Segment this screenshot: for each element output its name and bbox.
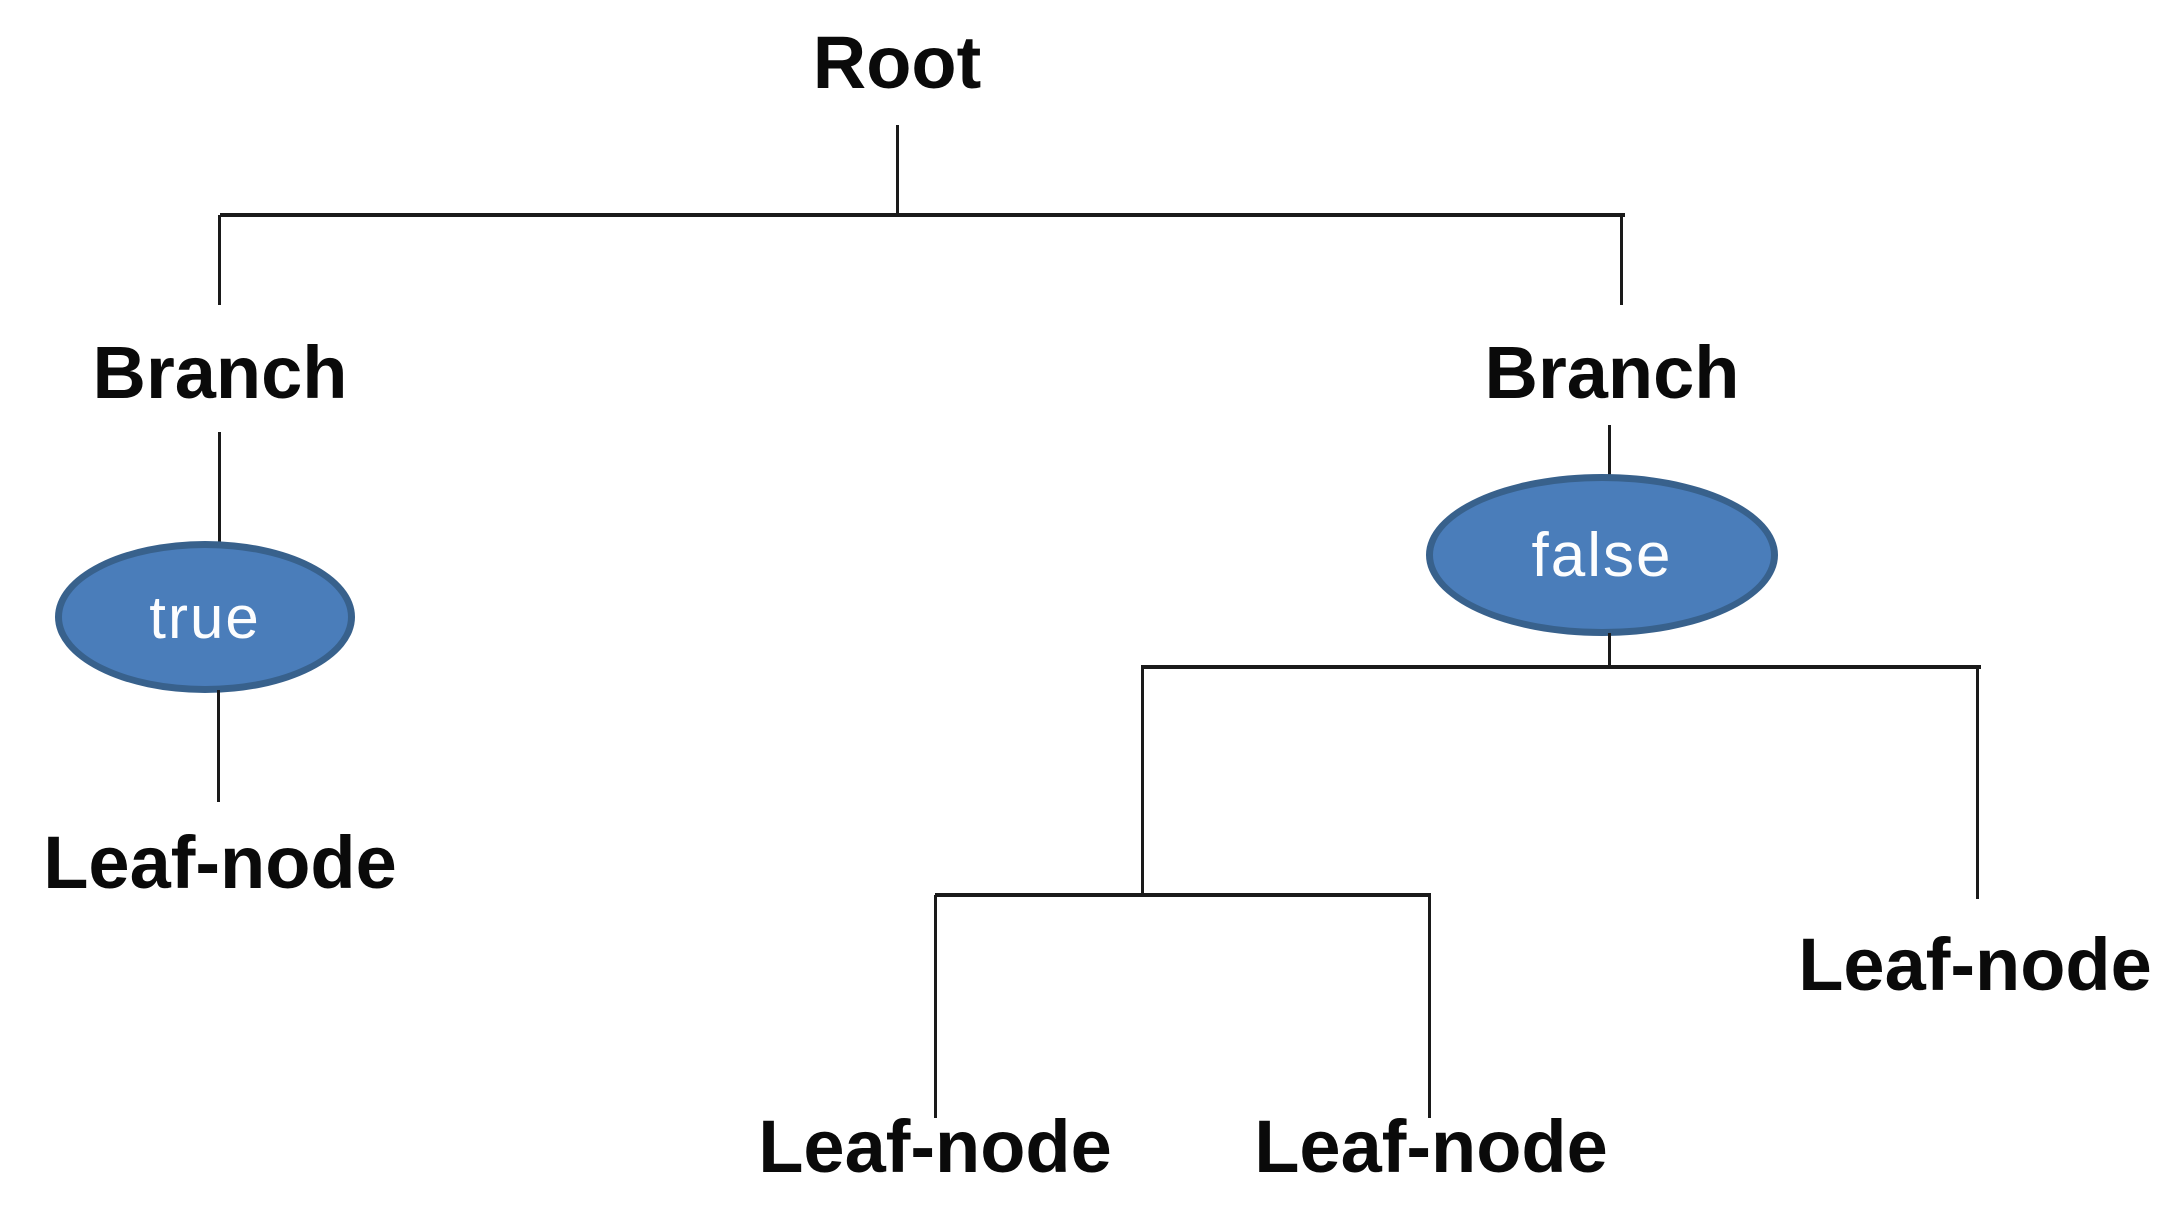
connector-lower-rail (935, 893, 1431, 897)
connector-top-rail (220, 213, 1625, 217)
connector-outer-leaf-drop (1976, 667, 1979, 899)
connector-mid-rail-left-drop (1141, 667, 1144, 895)
left-branch-label: Branch (92, 331, 348, 414)
false-condition-ellipse: false (1426, 474, 1778, 636)
true-condition-ellipse: true (55, 541, 355, 693)
true-condition-label: true (149, 583, 261, 651)
connector-false-stem (1608, 633, 1611, 669)
connector-root-stem (896, 125, 899, 215)
connector-left-leaf-stem (217, 690, 220, 802)
connector-left-branch-drop (218, 215, 221, 305)
false-condition-label: false (1531, 520, 1673, 590)
right-inner-right-leaf-label: Leaf-node (1254, 1105, 1608, 1188)
connector-mid-rail (1141, 665, 1981, 669)
right-branch-label: Branch (1484, 331, 1740, 414)
connector-left-branch-stem (218, 432, 221, 545)
root-node-label: Root (812, 21, 982, 104)
right-outer-leaf-label: Leaf-node (1798, 923, 2152, 1006)
connector-inner-left-leaf-drop (934, 895, 937, 1118)
connector-right-branch-drop (1620, 215, 1623, 305)
right-inner-left-leaf-label: Leaf-node (758, 1105, 1112, 1188)
connector-inner-right-leaf-drop (1428, 895, 1431, 1118)
left-leaf-label: Leaf-node (43, 821, 397, 904)
connector-right-branch-stem (1608, 425, 1611, 480)
